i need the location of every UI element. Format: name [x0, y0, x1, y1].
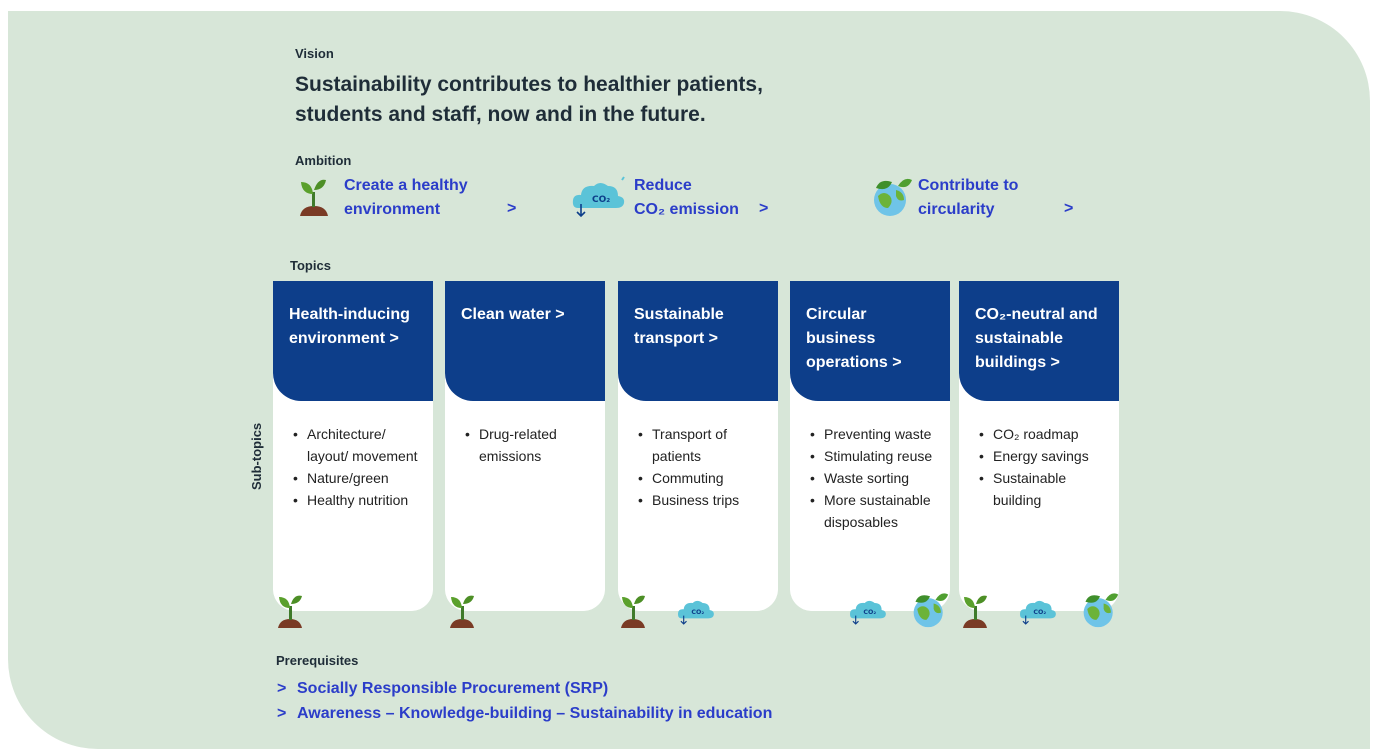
globe-icon [913, 593, 949, 628]
ambition-line2: CO₂ emission [634, 201, 739, 218]
topic-card-co2-buildings[interactable]: CO₂-neutral and sustainable buildings > … [959, 281, 1119, 611]
co2-cloud-icon: CO₂ [572, 176, 625, 218]
subtopic-list: CO₂ roadmap Energy savings Sustainable b… [979, 423, 1111, 511]
prerequisites-label: Prerequisites [276, 653, 359, 668]
svg-text:CO₂: CO₂ [863, 609, 876, 616]
subtopic-list-container: Transport of patients Commuting Business… [618, 401, 778, 611]
co2-cloud-icon: CO₂ [1020, 600, 1056, 625]
subtopic-item: Waste sorting [810, 467, 942, 489]
subtopic-item: Energy savings [979, 445, 1111, 467]
subtopic-list: Architecture/ layout/ movement Nature/gr… [293, 423, 425, 511]
prerequisite-text: Socially Responsible Procurement (SRP) [297, 680, 609, 697]
chevron-right-icon[interactable]: > [507, 200, 517, 217]
subtopic-item: Nature/green [293, 467, 425, 489]
ambition-line2: circularity [918, 201, 995, 218]
sprout-icon [963, 595, 987, 628]
subtopic-list-container: Architecture/ layout/ movement Nature/gr… [273, 401, 433, 611]
subtopic-item: Business trips [638, 489, 770, 511]
chevron-right-icon[interactable]: > [1064, 200, 1074, 217]
topic-card-title[interactable]: CO₂-neutral and sustainable buildings > [959, 281, 1119, 401]
sprout-icon [621, 595, 645, 628]
subtopic-list: Drug-related emissions [465, 423, 597, 467]
subtopic-item: Drug-related emissions [465, 423, 597, 467]
subtopic-item: Healthy nutrition [293, 489, 425, 511]
chevron-right-icon: > [277, 680, 287, 697]
topics-label: Topics [290, 258, 331, 273]
topic-card-title[interactable]: Health-inducing environment > [273, 281, 433, 401]
prerequisite-text: Awareness – Knowledge-building – Sustain… [297, 705, 773, 722]
svg-text:CO₂: CO₂ [1033, 609, 1046, 616]
ambition-line1: Reduce [634, 177, 692, 194]
topic-card-title[interactable]: Circular business operations > [790, 281, 950, 401]
topic-card-clean-water[interactable]: Clean water > Drug-related emissions [445, 281, 605, 611]
topic-card-title[interactable]: Sustainable transport > [618, 281, 778, 401]
co2-cloud-icon: CO₂ [850, 600, 886, 625]
subtopic-item: Architecture/ layout/ movement [293, 423, 425, 467]
globe-icon [874, 178, 912, 216]
subtopic-item: Commuting [638, 467, 770, 489]
subtopic-item: Transport of patients [638, 423, 770, 467]
globe-icon [1083, 593, 1119, 628]
ambition-line1: Create a healthy [344, 177, 468, 194]
subtopic-item: More sustainable disposables [810, 489, 942, 533]
sprout-icon [450, 595, 474, 628]
svg-text:CO₂: CO₂ [691, 609, 704, 616]
subtopic-list-container: Drug-related emissions [445, 401, 605, 611]
co2-cloud-icon: CO₂ [678, 600, 714, 625]
chevron-right-icon[interactable]: > [759, 200, 769, 217]
topic-card-title[interactable]: Clean water > [445, 281, 605, 401]
topic-card-health[interactable]: Health-inducing environment > Architectu… [273, 281, 433, 611]
ambition-label: Ambition [295, 153, 352, 168]
topic-card-circular[interactable]: Circular business operations > Preventin… [790, 281, 950, 611]
ambition-line1: Contribute to [918, 177, 1019, 194]
ambition-item-reduce-co2[interactable]: CO₂ Reduce CO₂ emission [570, 174, 739, 222]
subtopic-list: Transport of patients Commuting Business… [638, 423, 770, 511]
chevron-right-icon: > [277, 705, 287, 722]
ambition-item-circularity[interactable]: Contribute to circularity [870, 174, 1018, 222]
prerequisite-link-awareness[interactable]: > Awareness – Knowledge-building – Sustai… [277, 705, 772, 723]
prerequisite-link-srp[interactable]: > Socially Responsible Procurement (SRP) [277, 680, 608, 698]
subtopic-item: Stimulating reuse [810, 445, 942, 467]
subtopic-list: Preventing waste Stimulating reuse Waste… [810, 423, 942, 533]
subtopic-list-container: CO₂ roadmap Energy savings Sustainable b… [959, 401, 1119, 611]
vision-label: Vision [295, 46, 334, 61]
vision-statement: Sustainability contributes to healthier … [295, 73, 763, 126]
topic-card-transport[interactable]: Sustainable transport > Transport of pat… [618, 281, 778, 611]
svg-text:CO₂: CO₂ [592, 195, 610, 205]
subtopic-item: Sustainable building [979, 467, 1111, 511]
ambition-line2: environment [344, 201, 441, 218]
subtopic-list-container: Preventing waste Stimulating reuse Waste… [790, 401, 950, 611]
subtopics-label: Sub-topics [249, 422, 264, 490]
subtopic-item: Preventing waste [810, 423, 942, 445]
subtopic-item: CO₂ roadmap [979, 423, 1111, 445]
ambition-item-healthy-environment[interactable]: Create a healthy environment [296, 174, 468, 222]
sprout-icon [278, 595, 302, 628]
sprout-icon [300, 179, 328, 216]
